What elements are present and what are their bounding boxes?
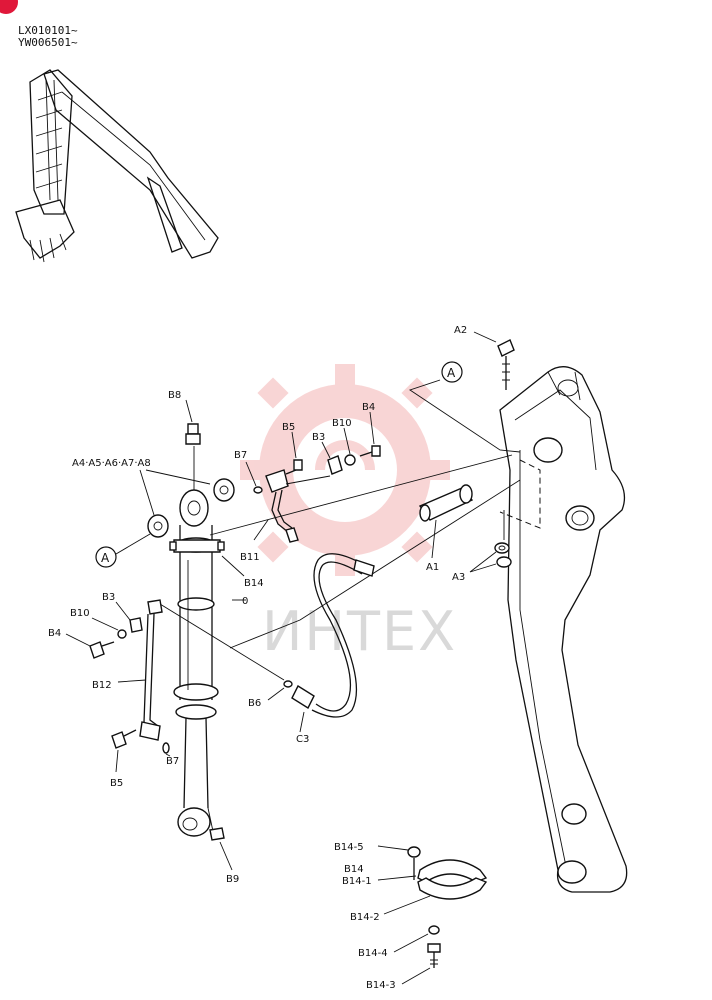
label-a1: A1 [426,562,439,573]
callout-view-a-left: A [95,533,151,568]
label-b14-3: B14-3 [366,980,396,991]
label-b7-top: B7 [234,450,247,461]
clip-b3-top [327,455,343,475]
bolt-b5-top [285,459,303,475]
label-b3-top: B3 [312,432,325,443]
label-zero: 0 [242,596,248,607]
label-b10-left: B10 [70,608,90,619]
label-a2: A2 [454,325,467,336]
washer-b10-top [344,454,356,466]
washers-a4-a8 [147,478,235,538]
bolt-b4-top [359,445,381,457]
label-c3: C3 [296,734,309,745]
pipe-b12 [139,599,163,741]
corner-badge [0,0,18,14]
label-a3: A3 [452,572,465,583]
bolt-a2 [497,339,515,390]
label-b14-1: B14-1 [342,876,372,887]
pipe-b11 [265,469,299,543]
oring-b7-left [162,742,170,754]
bolt-b5-left [111,729,137,749]
label-b14-group: B14 [344,864,364,875]
label-a4-a8: A4·A5·A6·A7·A8 [72,458,151,469]
hose-c3 [291,553,375,718]
label-b4-top: B4 [362,402,375,413]
watermark-text: ИНТЕХ [262,600,457,663]
label-b11: B11 [240,552,260,563]
svg-text:A: A [101,551,110,565]
label-b7-left: B7 [166,756,179,767]
label-b10-top: B10 [332,418,352,429]
pin-a1 [418,484,474,522]
clamp-b14-exploded [407,846,488,968]
serial-number-2: YW006501~ [18,36,78,49]
clip-b3-left [129,617,143,633]
label-b14-5: B14-5 [334,842,364,853]
excavator-overview-sketch [15,69,219,263]
oring-b6 [283,680,293,688]
bolt-b4-left [89,641,115,659]
grease-fitting-b8 [185,423,201,445]
label-b14-2: B14-2 [350,912,380,923]
label-b9: B9 [226,874,239,885]
label-b14: B14 [244,578,264,589]
svg-text:A: A [447,366,456,380]
label-b5-left: B5 [110,778,123,789]
label-b4-left: B4 [48,628,61,639]
washer-b10-left [117,629,127,639]
label-b8: B8 [168,390,181,401]
label-b6: B6 [248,698,261,709]
watermark-logo [240,364,450,576]
callout-view-a-top: A [408,361,521,453]
label-b3-left: B3 [102,592,115,603]
label-b14-4: B14-4 [358,948,388,959]
label-b5-top: B5 [282,422,295,433]
grease-fitting-b9 [209,827,225,841]
label-b12: B12 [92,680,112,691]
oring-b7-top [253,486,263,494]
clamp-b14 [169,539,225,553]
nut-a3 [494,542,512,568]
boom-assembly [499,366,628,893]
serial-number-1: LX010101~ [18,24,78,37]
